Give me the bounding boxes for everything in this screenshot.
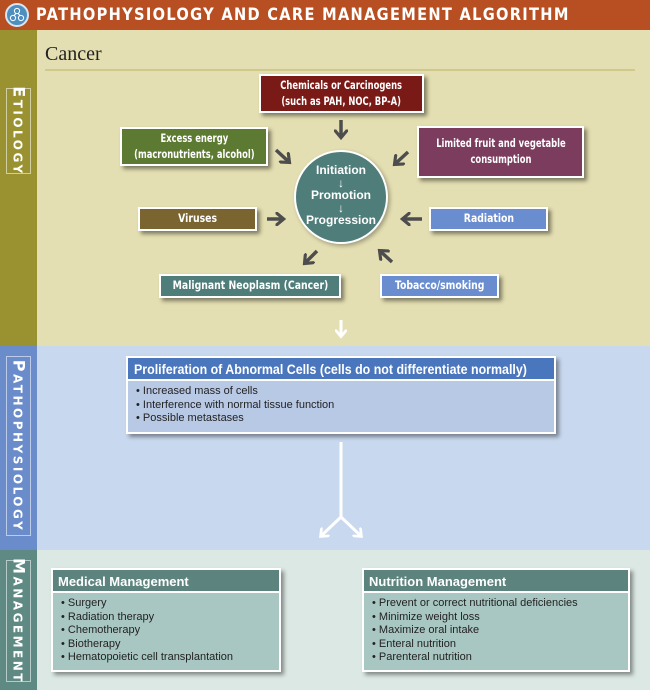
- nutrition-management-title: Nutrition Management: [364, 570, 628, 593]
- outcome-malignant-label: Malignant Neoplasm (Cancer): [172, 278, 328, 293]
- outcome-malignant-neoplasm: Malignant Neoplasm (Cancer): [159, 274, 341, 298]
- list-item: Biotherapy: [61, 638, 279, 652]
- factor-excess-energy-line2: (macronutrients, alcohol): [133, 146, 255, 161]
- factor-limited-fruit-line1: Limited fruit and vegetable: [435, 136, 566, 151]
- etiology-sidebar: Etiology: [0, 30, 37, 346]
- stage-progression: Progression: [305, 213, 377, 227]
- condition-title: Cancer: [45, 43, 102, 65]
- list-item: Interference with normal tissue function: [136, 399, 554, 413]
- stage-promotion: Promotion: [311, 188, 371, 202]
- factor-excess-energy: Excess energy(macronutrients, alcohol): [120, 127, 268, 166]
- management-sidebar: Management: [0, 550, 37, 690]
- nutrition-management-list: Prevent or correct nutritional deficienc…: [364, 593, 628, 665]
- medical-management-box: Medical Management Surgery Radiation the…: [51, 568, 281, 672]
- arrow-split-right: [339, 515, 361, 536]
- medical-management-title: Medical Management: [53, 570, 279, 593]
- factor-chemicals-line1: Chemicals or Carcinogens: [280, 77, 403, 92]
- arrow-split-left: [321, 515, 343, 536]
- header-bar: PATHOPHYSIOLOGY AND CARE MANAGEMENT ALGO…: [0, 0, 650, 30]
- management-label-frame: Management: [6, 558, 31, 684]
- arrow-tobacco: [380, 251, 394, 264]
- factor-tobacco: Tobacco/smoking: [380, 274, 499, 298]
- carcinogenesis-stages: Initiation ↓ Promotion ↓ Progression: [294, 150, 388, 244]
- factor-limited-fruit-line2: consumption: [469, 152, 531, 166]
- list-item: Enteral nutrition: [372, 638, 628, 652]
- list-item: Surgery: [61, 597, 279, 611]
- pathophysiology-title-text: Proliferation of Abnormal Cells (cells d…: [134, 362, 527, 377]
- pathophysiology-sidebar: Pathophysiology: [0, 346, 37, 550]
- list-item: Possible metastases: [136, 412, 554, 426]
- title-divider: [45, 69, 635, 71]
- nutrition-management-box: Nutrition Management Prevent or correct …: [362, 568, 630, 672]
- list-item: Prevent or correct nutritional deficienc…: [372, 597, 628, 611]
- pathophysiology-label-frame: Pathophysiology: [6, 356, 31, 536]
- list-item: Increased mass of cells: [136, 385, 554, 399]
- factor-viruses-label: Viruses: [178, 211, 217, 226]
- factor-excess-energy-line1: Excess energy: [160, 130, 228, 145]
- page-title: PATHOPHYSIOLOGY AND CARE MANAGEMENT ALGO…: [36, 5, 570, 25]
- arrow-excess-energy: [274, 148, 289, 162]
- factor-viruses: Viruses: [138, 207, 257, 231]
- stage-arrow-icon: ↓: [338, 176, 344, 190]
- factor-chemicals: Chemicals or Carcinogens(such as PAH, NO…: [259, 74, 424, 113]
- list-item: Hematopoietic cell transplantation: [61, 651, 279, 665]
- arrow-limited-fruit: [395, 150, 410, 164]
- arrow-to-malignant: [305, 249, 319, 263]
- list-item: Minimize weight loss: [372, 611, 628, 625]
- stage-initiation: Initiation: [316, 163, 366, 177]
- pathophysiology-box-title: Proliferation of Abnormal Cells (cells d…: [128, 358, 554, 381]
- list-item: Chemotherapy: [61, 624, 279, 638]
- list-item: Maximize oral intake: [372, 624, 628, 638]
- etiology-label-frame: Etiology: [6, 86, 31, 176]
- pathophysiology-list: Increased mass of cells Interference wit…: [128, 381, 554, 426]
- pathophysiology-box: Proliferation of Abnormal Cells (cells d…: [126, 356, 556, 434]
- stage-arrow-icon: ↓: [338, 201, 344, 215]
- factor-tobacco-label: Tobacco/smoking: [394, 278, 485, 293]
- factor-radiation: Radiation: [429, 207, 548, 231]
- list-item: Parenteral nutrition: [372, 651, 628, 665]
- factor-chemicals-line2: (such as PAH, NOC, BP-A): [281, 93, 402, 108]
- network-nodes-icon: [5, 3, 29, 27]
- list-item: Radiation therapy: [61, 611, 279, 625]
- factor-radiation-label: Radiation: [463, 211, 514, 226]
- medical-management-list: Surgery Radiation therapy Chemotherapy B…: [53, 593, 279, 665]
